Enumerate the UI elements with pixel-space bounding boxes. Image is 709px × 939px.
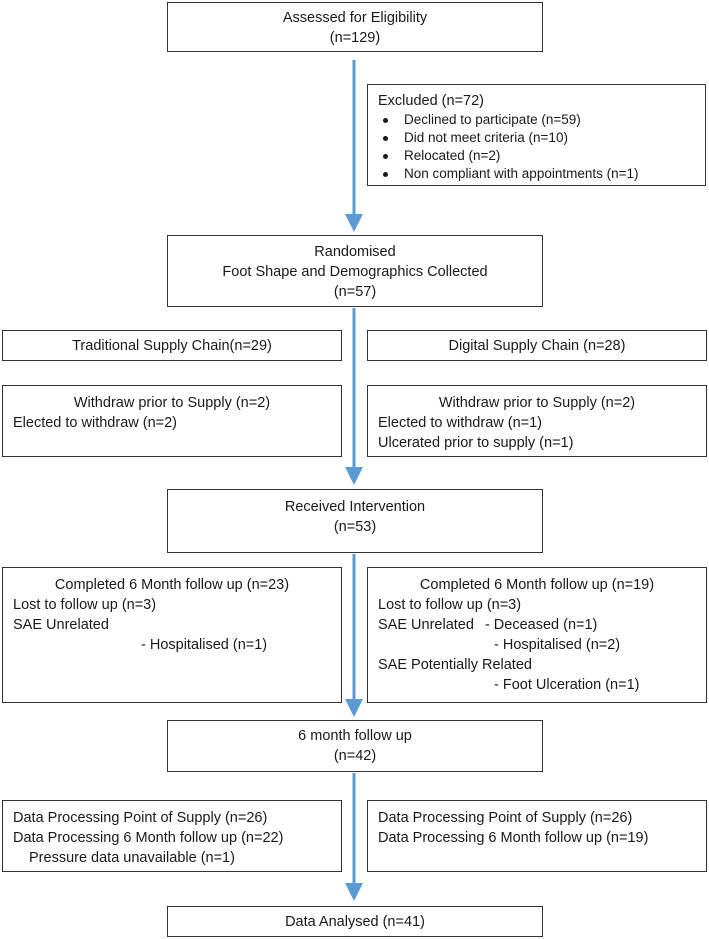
withdraw-left-title: Withdraw prior to Supply (n=2)	[73, 395, 271, 411]
digital-chain-box: Digital Supply Chain (n=28)	[367, 330, 707, 361]
excluded-item: Non compliant with appointments (n=1)	[378, 165, 705, 183]
excluded-title: Excluded (n=72)	[378, 93, 484, 109]
processing-left-line1: Data Processing Point of Supply (n=26)	[13, 810, 268, 826]
withdraw-right-line: Ulcerated prior to supply (n=1)	[378, 435, 574, 451]
processing-right-line1: Data Processing Point of Supply (n=26)	[378, 810, 633, 826]
excluded-box: Excluded (n=72) Declined to participate …	[367, 84, 706, 186]
withdraw-left-line: Elected to withdraw (n=2)	[13, 415, 178, 431]
processing-right-box: Data Processing Point of Supply (n=26) D…	[367, 800, 707, 872]
digital-chain-label: Digital Supply Chain (n=28)	[448, 338, 626, 354]
received-count: (n=53)	[333, 519, 377, 535]
analysed-box: Data Analysed (n=41)	[167, 906, 543, 937]
followup-left-sae-unrelated: SAE Unrelated	[13, 617, 109, 633]
followup-right-sae-potential: SAE Potentially Related	[378, 657, 532, 673]
followup-left-box: Completed 6 Month follow up (n=23) Lost …	[2, 567, 342, 703]
analysed-title: Data Analysed (n=41)	[285, 914, 425, 930]
followup-right-deceased: - Deceased (n=1)	[484, 617, 598, 633]
followup-right-sae-unrelated: SAE Unrelated	[378, 617, 474, 633]
randomised-box: Randomised Foot Shape and Demographics C…	[167, 235, 543, 307]
processing-right-line2: Data Processing 6 Month follow up (n=19)	[378, 830, 649, 846]
excluded-list: Declined to participate (n=59) Did not m…	[378, 111, 705, 183]
followup-right-box: Completed 6 Month follow up (n=19) Lost …	[367, 567, 707, 703]
followup-left-lost: Lost to follow up (n=3)	[13, 597, 157, 613]
withdraw-left-box: Withdraw prior to Supply (n=2) Elected t…	[2, 385, 342, 457]
six-month-box: 6 month follow up (n=42)	[167, 720, 543, 772]
withdraw-right-title: Withdraw prior to Supply (n=2)	[438, 395, 636, 411]
excluded-item: Declined to participate (n=59)	[378, 111, 705, 129]
processing-left-box: Data Processing Point of Supply (n=26) D…	[2, 800, 342, 872]
assessed-title: Assessed for Eligibility	[282, 10, 428, 26]
excluded-item: Relocated (n=2)	[378, 147, 705, 165]
traditional-chain-box: Traditional Supply Chain(n=29)	[2, 330, 342, 361]
excluded-item: Did not meet criteria (n=10)	[378, 129, 705, 147]
followup-right-lost: Lost to follow up (n=3)	[378, 597, 522, 613]
followup-right-sae-unrelated-row: SAE Unrelated - Deceased (n=1)	[378, 615, 706, 635]
received-title: Received Intervention	[284, 499, 426, 515]
followup-right-ulceration: - Foot Ulceration (n=1)	[494, 677, 640, 693]
followup-left-hospitalised: - Hospitalised (n=1)	[141, 637, 268, 653]
assessed-box: Assessed for Eligibility (n=129)	[167, 2, 543, 52]
withdraw-right-line: Elected to withdraw (n=1)	[378, 415, 543, 431]
followup-left-title: Completed 6 Month follow up (n=23)	[54, 577, 290, 593]
followup-right-hospitalised: - Hospitalised (n=2)	[494, 637, 621, 653]
randomised-count: (n=57)	[333, 284, 377, 300]
processing-left-line2: Data Processing 6 Month follow up (n=22)	[13, 830, 284, 846]
received-box: Received Intervention (n=53)	[167, 489, 543, 553]
randomised-subtitle: Foot Shape and Demographics Collected	[222, 264, 488, 280]
six-month-title: 6 month follow up	[298, 728, 412, 744]
withdraw-right-box: Withdraw prior to Supply (n=2) Elected t…	[367, 385, 707, 457]
assessed-count: (n=129)	[329, 30, 381, 46]
followup-right-title: Completed 6 Month follow up (n=19)	[419, 577, 655, 593]
processing-left-line3: Pressure data unavailable (n=1)	[29, 850, 235, 866]
traditional-chain-label: Traditional Supply Chain(n=29)	[72, 338, 272, 354]
randomised-title: Randomised	[314, 244, 396, 260]
six-month-count: (n=42)	[333, 748, 377, 764]
